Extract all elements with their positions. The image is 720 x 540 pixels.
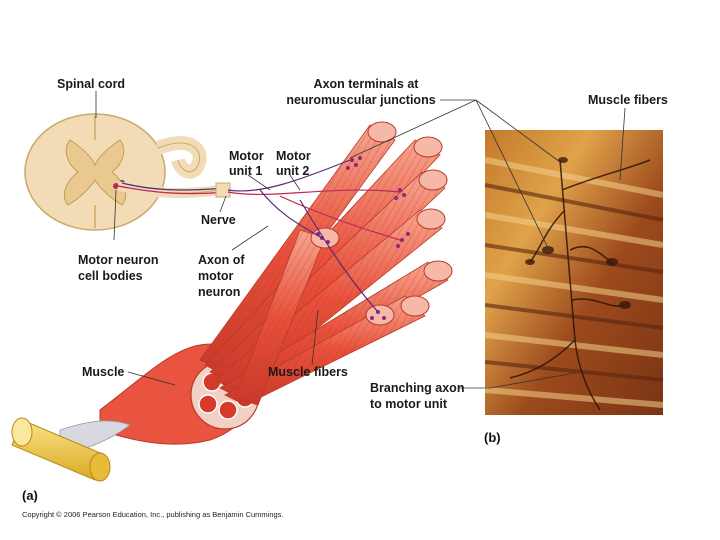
- label-branching-axon-line1: Branching axon: [370, 381, 465, 395]
- nerve: [117, 181, 231, 198]
- label-motor-unit1-line1: Motor: [229, 149, 264, 163]
- tendon: [11, 417, 111, 482]
- label-muscle-fibers-a: Muscle fibers: [268, 365, 348, 379]
- muscle-fiber-fan: [199, 121, 453, 406]
- motor-neuron-cell-body: [113, 183, 119, 189]
- micrograph: [484, 130, 664, 415]
- label-motor-neuron-line1: Motor neuron: [78, 253, 159, 267]
- label-motor-unit2-line2: unit 2: [276, 164, 310, 178]
- label-axon-terminals-line1: Axon terminals at: [313, 77, 419, 91]
- panel-label-a: (a): [22, 488, 38, 503]
- label-axon-line1: Axon of: [198, 253, 245, 267]
- label-branching-axon-line2: to motor unit: [370, 397, 448, 411]
- axon-branches: [227, 159, 401, 313]
- copyright-notice: Copyright © 2006 Pearson Education, Inc.…: [22, 510, 284, 519]
- spinal-cord: [24, 113, 207, 231]
- label-axon-terminals-line2: neuromuscular junctions: [286, 93, 436, 107]
- label-axon-line2: motor: [198, 269, 234, 283]
- neuromuscular-junctions: [316, 156, 410, 320]
- label-motor-unit1-line2: unit 1: [229, 164, 263, 178]
- label-motor-unit2-line1: Motor: [276, 149, 311, 163]
- leader-lines: [95, 91, 626, 389]
- label-spinal-cord: Spinal cord: [57, 77, 126, 91]
- label-muscle-fibers-b: Muscle fibers: [588, 93, 668, 107]
- label-axon-line3: neuron: [198, 285, 241, 299]
- label-motor-neuron-line2: cell bodies: [78, 269, 143, 283]
- label-muscle: Muscle: [82, 365, 125, 379]
- label-nerve: Nerve: [201, 213, 236, 227]
- panel-label-b: (b): [484, 430, 501, 445]
